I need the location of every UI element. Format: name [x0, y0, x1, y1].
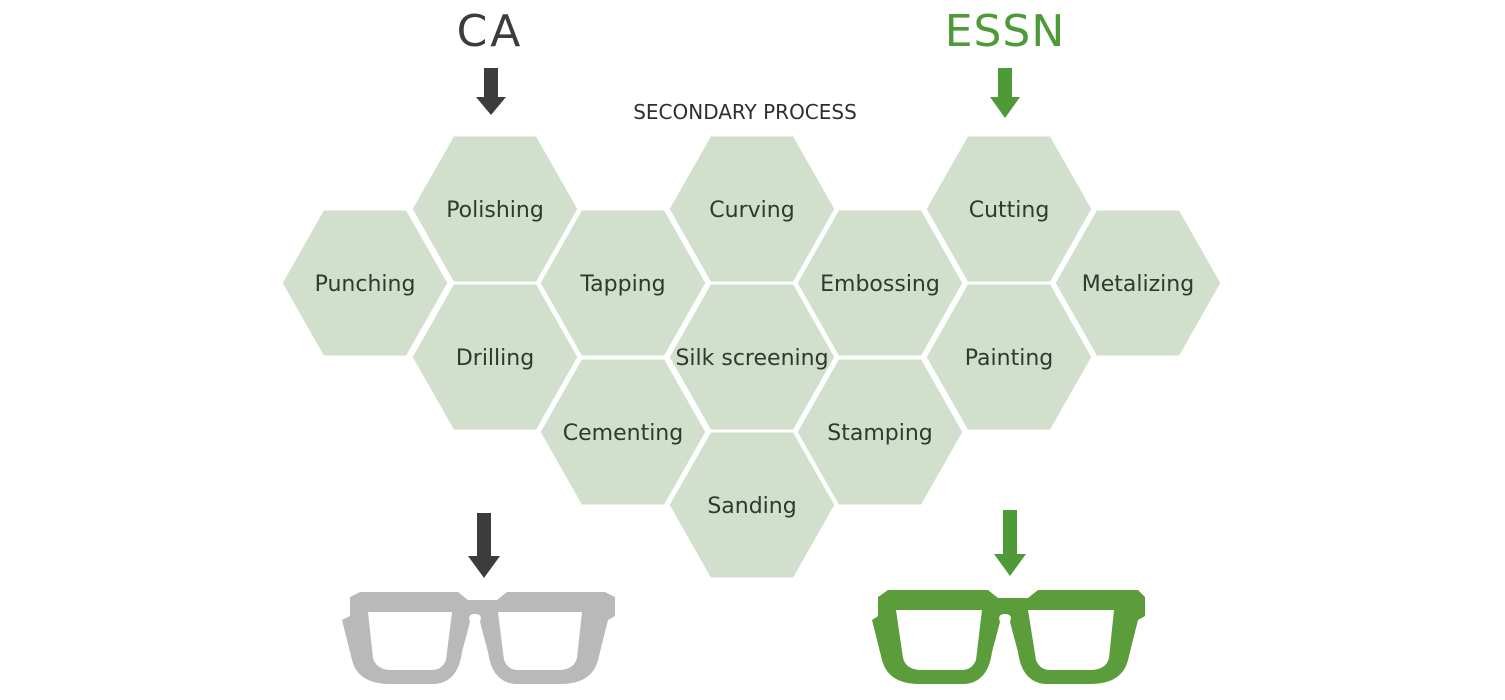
essn-label: ESSN: [944, 6, 1066, 57]
hexagon-curving: Curving: [666, 133, 838, 285]
ca-label: CA: [456, 6, 524, 57]
hexagon-cementing: Cementing: [537, 356, 709, 508]
hexagon-label: Tapping: [579, 272, 665, 297]
hexagon-label: Metalizing: [1082, 272, 1194, 297]
hexagon-shape: [279, 207, 451, 359]
hexagon-shape: [537, 356, 709, 508]
hexagon-label: Silk screening: [675, 346, 828, 371]
hexagon-drilling: Drilling: [409, 281, 581, 433]
hexagon-label: Embossing: [820, 272, 940, 297]
hexagon-shape: [1052, 207, 1224, 359]
hexagon-punching: Punching: [279, 207, 451, 359]
essn-eyeglasses-icon: [872, 590, 1145, 684]
hexagon-shape: [409, 281, 581, 433]
hexagon-label: Sanding: [707, 494, 796, 519]
hexagon-shape: [923, 281, 1095, 433]
ca-top-arrow-icon: [476, 68, 506, 115]
hexagon-label: Drilling: [456, 346, 534, 371]
secondary-process-label: SECONDARY PROCESS: [633, 100, 857, 124]
hexagon-label: Stamping: [827, 421, 933, 446]
hexagon-silk-screening: Silk screening: [666, 281, 838, 433]
hexagon-label: Punching: [315, 272, 416, 297]
hexagon-polishing: Polishing: [409, 133, 581, 285]
ca-eyeglasses-icon: [342, 592, 615, 684]
hexagon-label: Cementing: [563, 421, 683, 446]
hexagon-label: Painting: [965, 346, 1053, 371]
hexagon-label: Polishing: [446, 198, 544, 223]
hexagon-metalizing: Metalizing: [1052, 207, 1224, 359]
hexagon-shape: [794, 356, 966, 508]
essn-bottom-arrow-icon: [994, 510, 1026, 576]
hexagon-painting: Painting: [923, 281, 1095, 433]
hexagon-stamping: Stamping: [794, 356, 966, 508]
hexagon-embossing: Embossing: [794, 207, 966, 359]
essn-top-arrow-icon: [990, 68, 1020, 118]
hexagon-label: Curving: [709, 198, 794, 223]
hexagon-sanding: Sanding: [666, 429, 838, 581]
ca-bottom-arrow-icon: [468, 513, 500, 578]
hexagon-tapping: Tapping: [537, 207, 709, 359]
hexagon-label: Cutting: [969, 198, 1050, 223]
